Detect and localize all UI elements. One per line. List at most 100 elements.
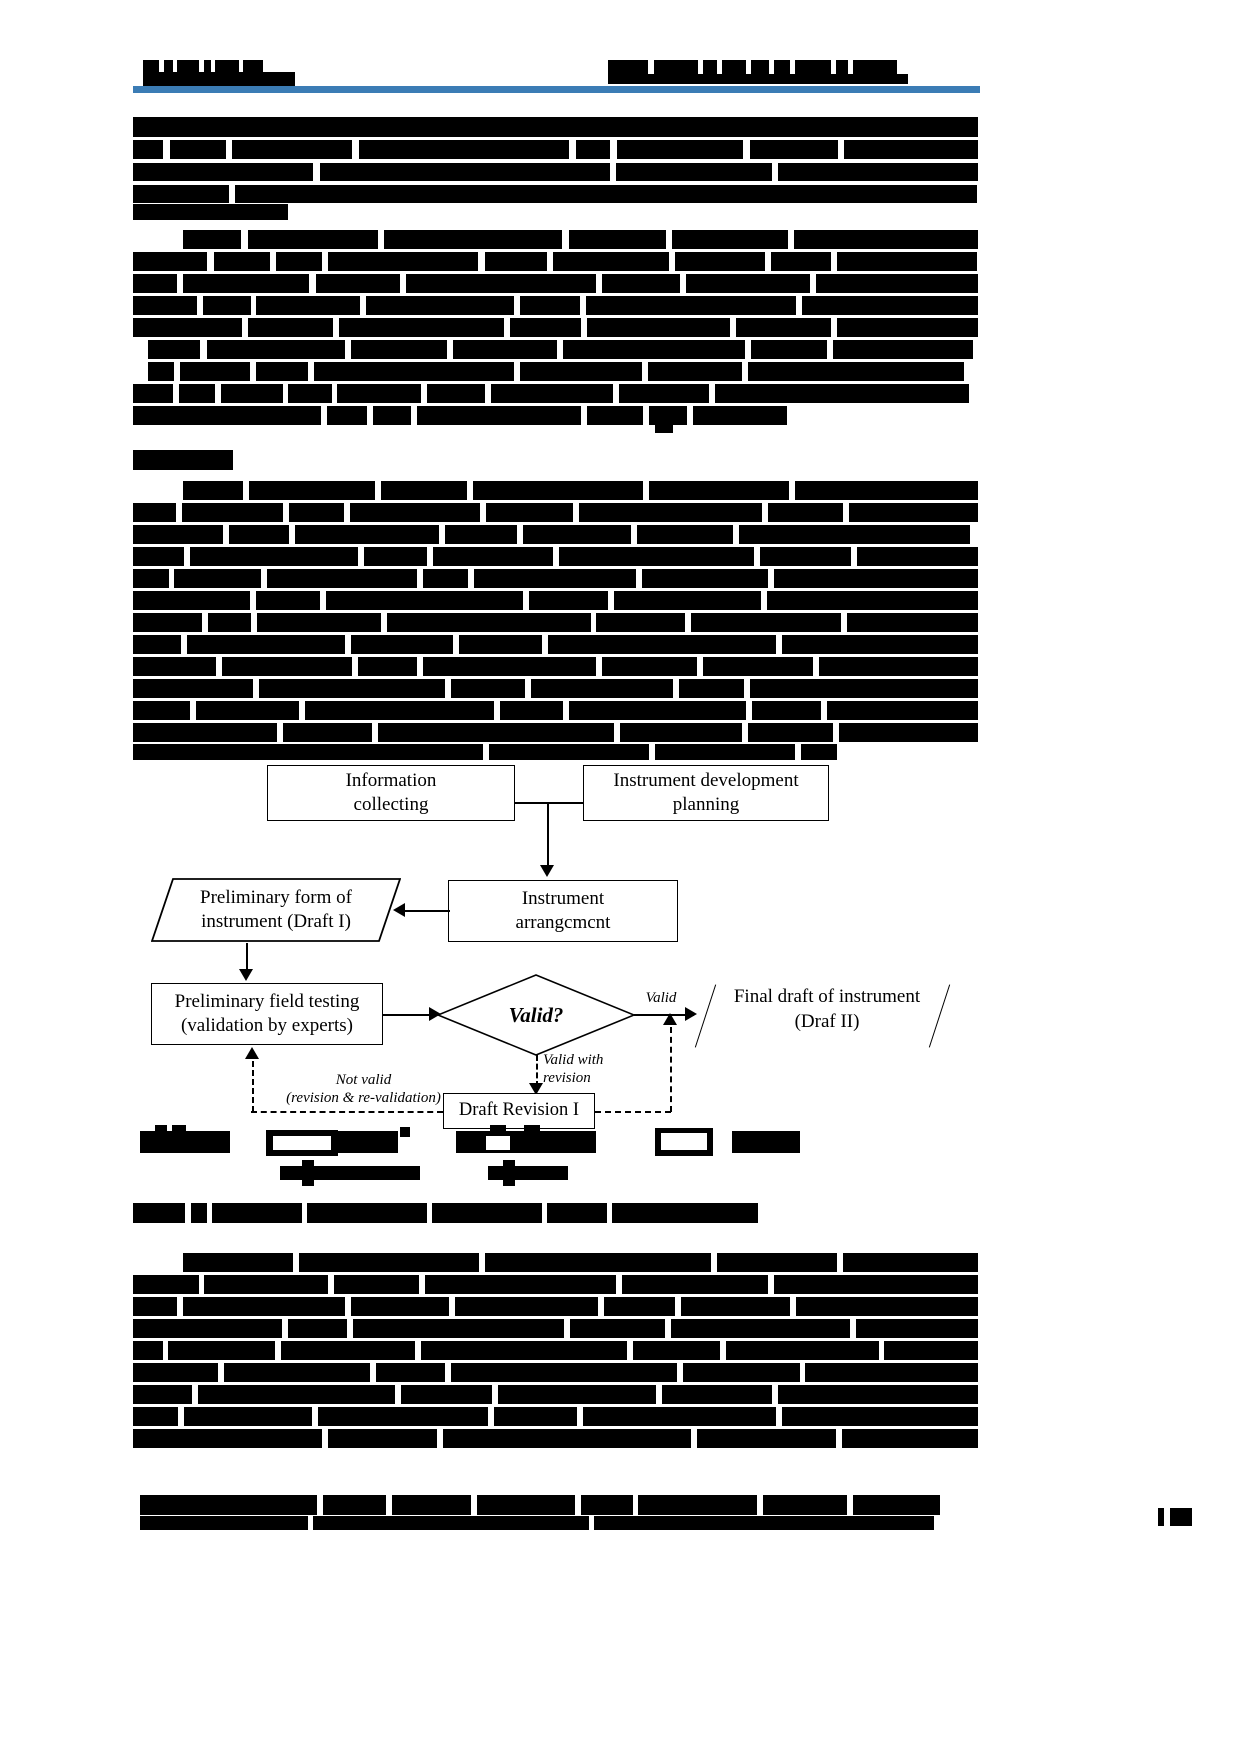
legend-item xyxy=(172,1125,186,1133)
body-line xyxy=(133,679,978,698)
body-line xyxy=(133,274,978,293)
body-line xyxy=(133,1363,978,1382)
edge-label-line1: Not valid xyxy=(335,1072,392,1088)
body-line xyxy=(183,230,978,249)
flowchart-node-preliminary-field-testing[interactable]: Preliminary field testing (validation by… xyxy=(151,983,383,1045)
legend-item xyxy=(524,1125,540,1133)
flowchart-arrowhead-up xyxy=(245,1047,259,1059)
legend-item-shape-inner xyxy=(661,1133,707,1150)
flowchart-node-information-collecting[interactable]: Information collecting xyxy=(267,765,515,821)
node-label-line1: Preliminary field testing xyxy=(174,990,360,1012)
flowchart-connector-revision-up xyxy=(670,1027,672,1112)
flowchart-connector-valid-with-revision xyxy=(536,1055,538,1087)
legend-item xyxy=(490,1125,506,1133)
flowchart-slash-left xyxy=(694,984,717,1048)
flowchart-connector-testing-to-decision xyxy=(383,1014,433,1016)
edge-label-line1: Valid with xyxy=(543,1052,604,1068)
decision-label: Valid? xyxy=(508,1002,564,1027)
body-line xyxy=(133,1297,978,1316)
body-line xyxy=(183,481,978,500)
flowchart-connector-not-valid-left xyxy=(251,1111,443,1113)
body-line xyxy=(133,547,978,566)
legend-item xyxy=(456,1131,596,1153)
body-line xyxy=(133,503,978,522)
body-line xyxy=(133,569,978,588)
legend-item-shape-inner xyxy=(273,1136,331,1150)
flowchart-connector-revision-right xyxy=(595,1111,671,1113)
body-line xyxy=(133,185,978,203)
node-label-line1: Instrument development xyxy=(613,769,799,791)
flowchart-edge-label-not-valid: Not valid (revision & re-validation) xyxy=(281,1071,446,1107)
legend-item-inner xyxy=(486,1136,510,1150)
legend-item xyxy=(503,1160,515,1186)
body-line xyxy=(133,406,978,425)
body-line xyxy=(133,1407,978,1426)
body-line xyxy=(133,1319,978,1338)
flowchart-node-final-draft[interactable]: Final draft of instrument (Draf II) xyxy=(719,985,935,1034)
flowchart-arrowhead-right xyxy=(685,1007,697,1021)
section-heading xyxy=(133,450,233,470)
body-line xyxy=(133,384,978,403)
body-line xyxy=(133,140,978,159)
flowchart-node-draft-revision[interactable]: Draft Revision I xyxy=(443,1093,595,1129)
flowchart-connector-arrangement-to-form xyxy=(405,910,450,912)
body-line xyxy=(148,362,978,381)
flowchart-arrowhead-down xyxy=(540,865,554,877)
header-left-title-underline xyxy=(143,72,295,86)
body-line xyxy=(133,701,978,720)
legend-item xyxy=(280,1166,420,1180)
node-label-line2: planning xyxy=(672,794,740,815)
node-label-line2: arrangcmcnt xyxy=(515,912,611,933)
flowchart-arrowhead-up xyxy=(663,1013,677,1025)
body-line xyxy=(133,318,978,337)
body-line xyxy=(133,296,978,315)
flowchart-arrowhead-down xyxy=(529,1083,543,1095)
legend-item xyxy=(155,1125,167,1133)
instrument-development-flowchart: Information collecting Instrument develo… xyxy=(133,755,1013,1129)
legend-item xyxy=(488,1166,568,1180)
node-label-line2: (validation by experts) xyxy=(180,1015,353,1036)
flowchart-arrowhead-down xyxy=(239,969,253,981)
flowchart-decision-valid[interactable]: Valid? xyxy=(436,973,636,1057)
flowchart-connector-form-down xyxy=(246,943,248,973)
body-line xyxy=(133,1341,978,1360)
flowchart-connector-top-join xyxy=(515,802,583,804)
body-line xyxy=(133,1385,978,1404)
body-line xyxy=(133,204,288,220)
body-line xyxy=(133,635,978,654)
footer-line xyxy=(140,1495,940,1515)
legend-item xyxy=(732,1131,800,1153)
parallelogram-shape xyxy=(151,878,401,942)
node-label: Draft Revision I xyxy=(458,1100,580,1121)
figure-caption xyxy=(133,1203,758,1223)
body-line xyxy=(133,723,978,742)
node-label-line1: Preliminary form of xyxy=(200,886,352,908)
flowchart-connector-not-valid-up xyxy=(252,1061,254,1112)
body-line xyxy=(133,163,978,181)
page-number xyxy=(1158,1508,1192,1526)
flowchart-node-instrument-arrangement[interactable]: Instrument arrangcmcnt xyxy=(448,880,678,942)
node-label-line1: Instrument xyxy=(521,887,605,909)
header-right-title-underline xyxy=(608,74,908,84)
body-line xyxy=(133,613,978,632)
body-line xyxy=(133,117,978,137)
flowchart-node-instrument-development-planning[interactable]: Instrument development planning xyxy=(583,765,829,821)
flowchart-edge-label-valid-with-revision: Valid with revision xyxy=(543,1051,663,1087)
legend-item xyxy=(302,1160,314,1186)
flowchart-node-preliminary-form[interactable]: Preliminary form of instrument (Draft I) xyxy=(151,877,401,943)
node-label-line1: Information xyxy=(345,769,437,791)
header-rule xyxy=(133,86,980,93)
flowchart-connector-top-down xyxy=(547,802,549,868)
body-line xyxy=(133,252,978,271)
body-line xyxy=(133,1429,978,1448)
body-line xyxy=(655,423,673,433)
flowchart-edge-label-valid: Valid xyxy=(645,990,677,1006)
body-line xyxy=(133,525,978,544)
edge-label-line2: (revision & re-validation) xyxy=(286,1090,441,1106)
node-label-line2: instrument (Draft I) xyxy=(201,911,351,932)
body-line xyxy=(183,1253,978,1272)
legend-item xyxy=(338,1131,398,1153)
node-label-line2: collecting xyxy=(353,794,429,815)
body-line xyxy=(133,1275,978,1294)
